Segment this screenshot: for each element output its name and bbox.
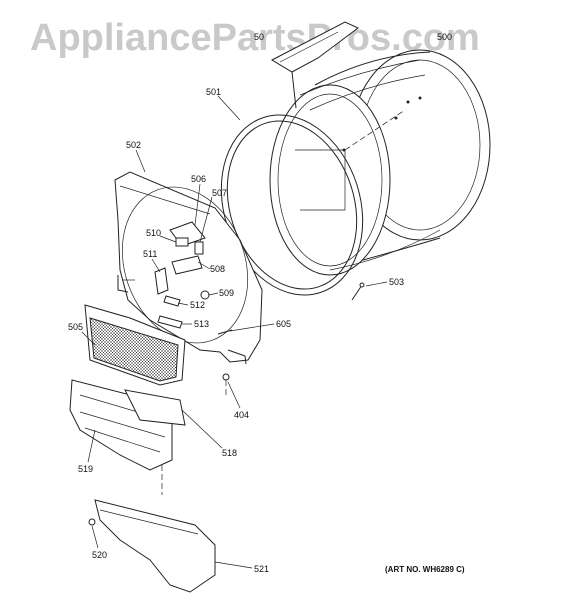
leader-501 (217, 95, 241, 121)
screw-503 (351, 282, 365, 301)
callout-519: 519 (78, 464, 93, 474)
duct-seal-518 (124, 389, 186, 426)
callout-508: 508 (210, 264, 225, 274)
leader-511 (151, 258, 161, 273)
art-number: (ART NO. WH6289 C) (385, 565, 465, 574)
callout-510: 510 (146, 228, 161, 238)
callout-511: 511 (143, 249, 157, 259)
leader-519 (87, 429, 96, 463)
callout-518: 518 (222, 448, 237, 458)
screw-404 (222, 373, 230, 381)
lint-filter-505 (84, 304, 186, 386)
callout-500: 500 (437, 32, 452, 42)
callout-503: 503 (389, 277, 404, 287)
callout-50x: 50 (254, 32, 264, 42)
leader-507 (199, 196, 213, 243)
alignment-line (344, 109, 406, 151)
sensor-508 (171, 255, 203, 275)
callout-505: 505 (68, 322, 83, 332)
leader-518 (181, 409, 223, 449)
top-bracket (270, 21, 359, 109)
callout-507: 507 (212, 188, 227, 198)
bracket-511 (154, 267, 169, 295)
drum-500 (269, 49, 491, 276)
duct-cover-521 (94, 499, 216, 593)
leader-520 (91, 525, 99, 549)
screw-605 (217, 329, 233, 335)
clip-513 (157, 315, 183, 329)
callout-520: 520 (92, 550, 107, 560)
leader-521 (214, 561, 253, 569)
callout-404: 404 (234, 410, 249, 420)
screw-520 (88, 518, 96, 526)
leader-505 (81, 331, 96, 346)
callout-501: 501 (206, 87, 221, 97)
leader-404 (227, 381, 241, 409)
callout-502: 502 (126, 140, 141, 150)
leader-510 (159, 235, 177, 243)
leader-506 (194, 183, 201, 226)
callout-506: 506 (191, 174, 206, 184)
connector-510 (175, 237, 189, 247)
callout-513: 513 (194, 319, 209, 329)
leader-509 (208, 292, 219, 296)
callout-512: 512 (190, 300, 205, 310)
leader-512 (177, 302, 189, 306)
callout-509: 509 (219, 288, 234, 298)
leader-508 (197, 261, 211, 270)
leader-502 (135, 149, 146, 173)
leader-605 (229, 323, 275, 332)
callout-605: 605 (276, 319, 291, 329)
screw-509 (200, 290, 210, 300)
lint-duct-519 (69, 379, 173, 471)
clip-512 (163, 295, 181, 307)
fuse-507 (194, 241, 204, 255)
leader-503 (365, 281, 388, 287)
callout-521: 521 (254, 564, 269, 574)
